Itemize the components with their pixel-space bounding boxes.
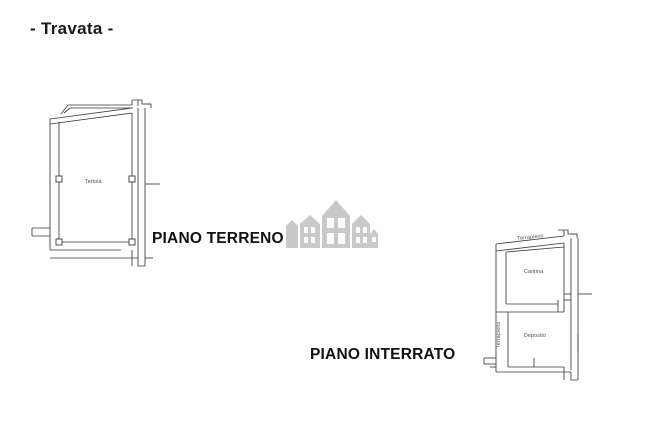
basement-floor-plan-drawing <box>470 222 645 397</box>
ground-floor-svg <box>31 99 160 267</box>
basement-floor-svg <box>483 229 592 381</box>
ground-floor-plan-drawing <box>20 88 185 278</box>
room-label-tettoia: Tettoia <box>85 179 102 185</box>
room-label-terrapieno-side: Terrapieno <box>496 321 502 348</box>
houses-skyline-icon <box>286 196 378 252</box>
caption-piano-terreno: PIANO TERRENO <box>152 230 284 247</box>
room-label-cantina: Cantina <box>524 269 544 275</box>
caption-piano-interrato: PIANO INTERRATO <box>310 346 456 363</box>
page-title: - Travata - <box>30 19 114 38</box>
room-label-deposito: Deposito <box>524 333 547 339</box>
pillar-markers <box>55 175 136 246</box>
